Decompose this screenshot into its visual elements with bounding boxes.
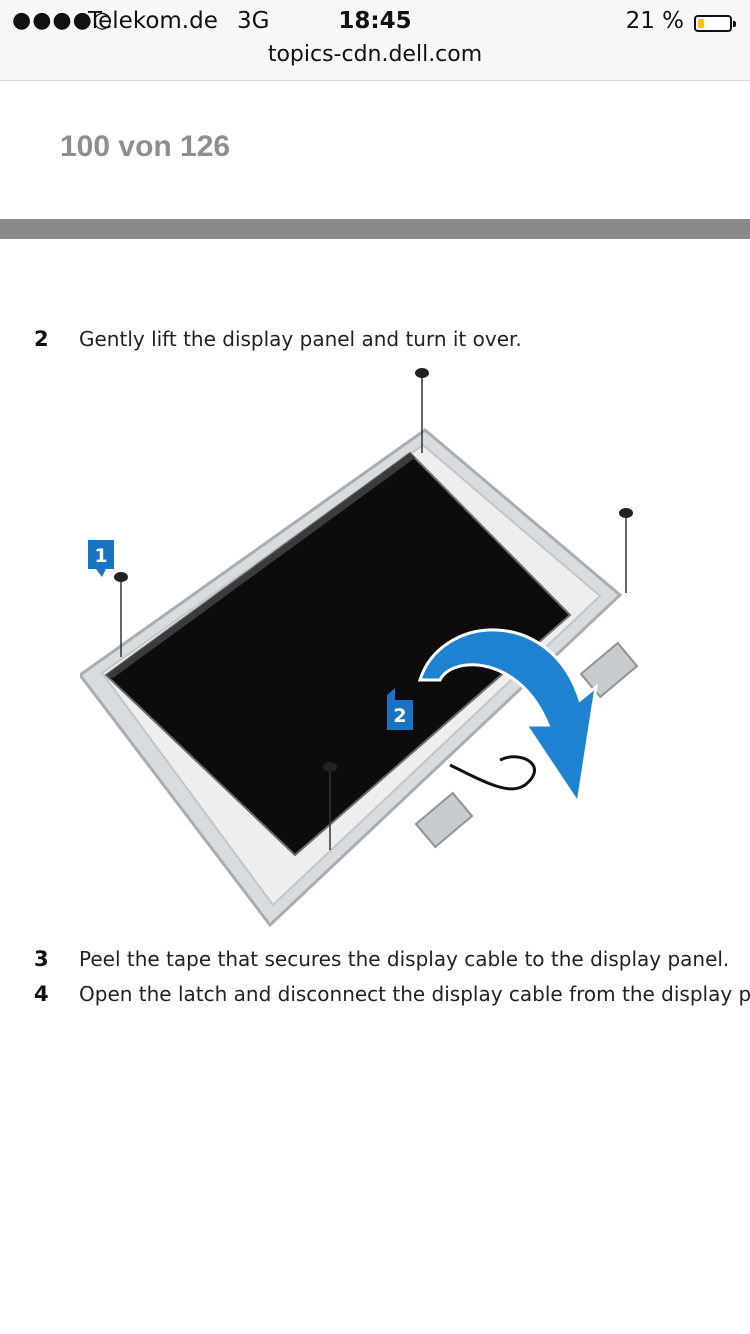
- battery-percent: 21 %: [625, 8, 684, 34]
- page-counter: 100 von 126: [60, 130, 231, 163]
- callout-1: 1: [88, 540, 114, 577]
- address-bar-url[interactable]: topics-cdn.dell.com: [267, 42, 483, 67]
- step-number: 2: [34, 327, 49, 351]
- callout-label: 2: [393, 705, 406, 727]
- callout-label: 1: [94, 545, 107, 567]
- display-panel: [104, 451, 572, 857]
- screw-icon: [323, 762, 337, 772]
- step-text: Gently lift the display panel and turn i…: [79, 327, 522, 351]
- step-item: 4 Open the latch and disconnect the disp…: [0, 982, 750, 1014]
- battery-icon: [694, 15, 736, 32]
- step-number: 4: [34, 982, 49, 1006]
- page-separator-bar: [0, 219, 750, 239]
- hinge: [414, 791, 474, 849]
- step-text: Peel the tape that secures the display c…: [79, 947, 730, 971]
- status-bar: ●●●●○ Telekom.de 3G 18:45 21 % topics-cd…: [0, 0, 750, 81]
- callout-2: 2: [387, 688, 413, 730]
- signal-strength-icon: ●●●●○: [12, 8, 113, 33]
- battery-level-fill: [698, 19, 704, 28]
- carrier-name: Telekom.de: [88, 8, 218, 34]
- step-item: 3 Peel the tape that secures the display…: [0, 947, 750, 979]
- screw-icon: [114, 572, 128, 582]
- screw-icon: [619, 508, 633, 518]
- screw-icon: [415, 368, 429, 378]
- rotation-arrow-icon: [417, 628, 599, 808]
- display-cable: [449, 755, 536, 791]
- hinge: [579, 641, 639, 699]
- step-number: 3: [34, 947, 49, 971]
- display-panel-illustration: 1 2: [77, 365, 700, 930]
- network-type: 3G: [237, 8, 270, 34]
- step-text: Open the latch and disconnect the displa…: [79, 982, 750, 1006]
- status-time: 18:45: [338, 8, 412, 34]
- step-item: 2 Gently lift the display panel and turn…: [0, 327, 750, 359]
